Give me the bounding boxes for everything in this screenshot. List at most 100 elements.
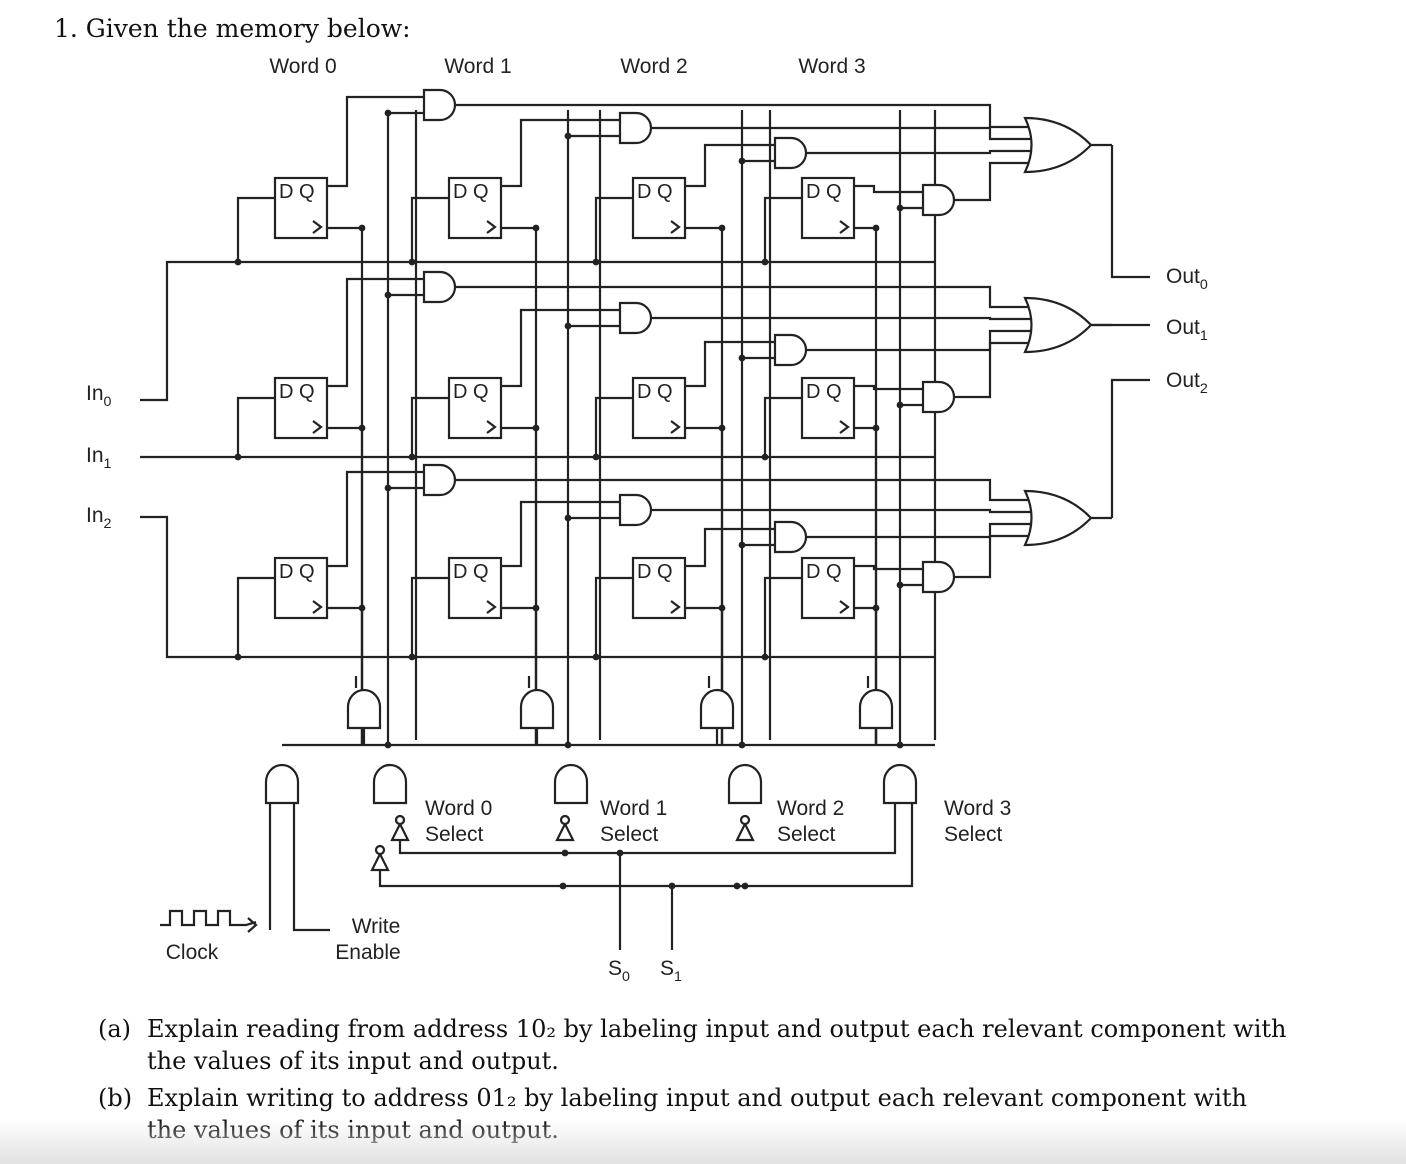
and-gate <box>921 183 956 217</box>
junction-dot <box>741 882 749 890</box>
word-header-0: Word 0 <box>269 55 336 78</box>
junction-dot <box>738 741 746 749</box>
word-select-label-2: Select <box>777 823 836 846</box>
and-gate-vertical <box>882 763 918 805</box>
output-label-out0: Out0 <box>1166 265 1208 293</box>
junction-dot <box>592 653 600 661</box>
wire <box>850 226 878 745</box>
question-title: 1. Given the memory below: <box>54 14 411 43</box>
wire <box>140 260 935 402</box>
junction-dots <box>234 109 904 890</box>
part-a-label: (a) <box>98 1015 132 1043</box>
wire <box>854 384 923 391</box>
inverter <box>370 851 390 872</box>
and-gate <box>773 136 808 170</box>
junction-dot <box>384 109 392 117</box>
junction-dot <box>896 581 904 589</box>
wire <box>497 226 538 745</box>
flip-flop-dq-label: D Q <box>637 181 673 203</box>
flip-flop-dq-label: D Q <box>637 381 673 403</box>
output-label-out1: Out1 <box>1166 316 1208 344</box>
wire <box>327 95 424 188</box>
wire <box>140 515 935 659</box>
wire <box>378 803 914 888</box>
junction-dot <box>358 224 366 232</box>
junction-dot <box>896 741 904 749</box>
inverter-bubble <box>559 814 571 826</box>
wire <box>823 149 1031 155</box>
wire <box>1110 378 1150 518</box>
junction-dot <box>896 204 904 212</box>
flip-flop-dq-label: D Q <box>279 181 315 203</box>
inverter-bubble <box>374 844 386 856</box>
wire <box>472 285 1031 309</box>
clock-triangle <box>839 600 850 614</box>
wire <box>668 126 1031 141</box>
junction-dot <box>738 354 746 362</box>
flip-flop-dq-label: D Q <box>806 381 842 403</box>
and-gate-vertical <box>264 763 300 805</box>
memory-circuit-diagram: D QD QD QD QD QD QD QD QD QD QD QD QWord… <box>86 55 1208 985</box>
flip-flop-dq-label: D Q <box>279 561 315 583</box>
clock-triangle <box>486 600 497 614</box>
or-gate <box>1023 489 1093 547</box>
wire <box>668 508 1031 514</box>
junction-dot <box>358 424 366 432</box>
input-label-in2: In2 <box>86 504 112 532</box>
and-gate <box>618 111 653 145</box>
or-gate <box>1023 116 1093 174</box>
wire <box>594 196 633 262</box>
wire <box>854 184 923 194</box>
clock-triangle <box>486 220 497 234</box>
wire <box>971 534 1031 579</box>
wire <box>472 103 1031 129</box>
write-enable-label: Write <box>352 915 401 938</box>
junction-dot <box>234 258 242 266</box>
junction-dot <box>761 653 769 661</box>
junction-dot <box>738 541 746 549</box>
junction-dot <box>559 882 567 890</box>
wire <box>236 196 275 262</box>
inverter <box>735 821 755 842</box>
junction-dot <box>564 514 572 522</box>
and-gate-vertical <box>858 688 894 730</box>
word-header-1: Word 1 <box>444 55 511 78</box>
inverter-bubble <box>394 814 406 826</box>
junction-dot <box>358 604 366 612</box>
wire <box>685 143 775 188</box>
wire <box>327 470 424 568</box>
and-gate <box>422 270 457 304</box>
wire <box>501 500 620 568</box>
flip-flop-dq-label: D Q <box>453 561 489 583</box>
output-label-out2: Out2 <box>1166 369 1208 397</box>
junction-dot <box>616 849 624 857</box>
and-gate <box>773 333 808 367</box>
d-flip-flop <box>800 556 856 620</box>
wire <box>668 316 1031 321</box>
part-b-label: (b) <box>98 1084 133 1112</box>
components <box>264 88 1093 872</box>
word-select-label-1: Word 1 <box>600 797 667 820</box>
wire <box>327 277 424 388</box>
wire <box>292 803 330 932</box>
wire <box>594 396 633 457</box>
junction-dot <box>718 224 726 232</box>
junction-dot <box>592 453 600 461</box>
junction-dot <box>408 258 416 266</box>
and-gate <box>618 301 653 335</box>
inverter-bubble <box>739 814 751 826</box>
select-input-s1: S1 <box>660 957 682 985</box>
wire <box>971 341 1031 399</box>
flip-flop-dq-label: D Q <box>453 381 489 403</box>
clock-triangle <box>670 600 681 614</box>
wire <box>323 226 364 745</box>
and-gate-vertical <box>372 763 408 805</box>
and-gate <box>422 463 457 497</box>
word-select-label-0: Word 0 <box>425 797 492 820</box>
word-select-label-1: Select <box>600 823 659 846</box>
junction-dot <box>761 258 769 266</box>
junction-dot <box>564 741 572 749</box>
junction-dot <box>532 224 540 232</box>
junction-dot <box>872 604 880 612</box>
junction-dot <box>532 604 540 612</box>
